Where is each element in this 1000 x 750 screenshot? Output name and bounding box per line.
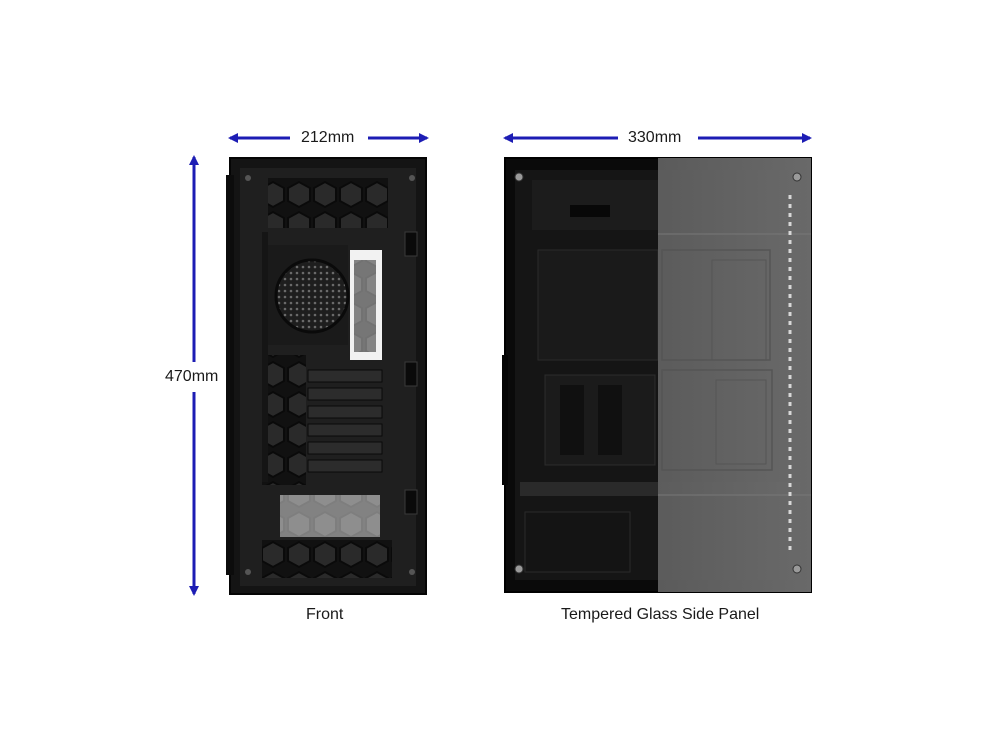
height-label: 470mm (165, 367, 219, 387)
front-width-label: 212mm (301, 128, 355, 148)
glass-screw-icon (792, 564, 802, 574)
glass-screw-icon (514, 172, 524, 182)
front-caption: Front (306, 606, 344, 623)
glass-screw-icon (514, 564, 524, 574)
tempered-glass-panel (658, 158, 811, 592)
glass-screw-icon (792, 172, 802, 182)
side-depth-label: 330mm (628, 128, 682, 148)
expansion-slots (307, 369, 383, 473)
fan-icon (274, 258, 350, 334)
side-caption: Tempered Glass Side Panel (561, 606, 760, 623)
